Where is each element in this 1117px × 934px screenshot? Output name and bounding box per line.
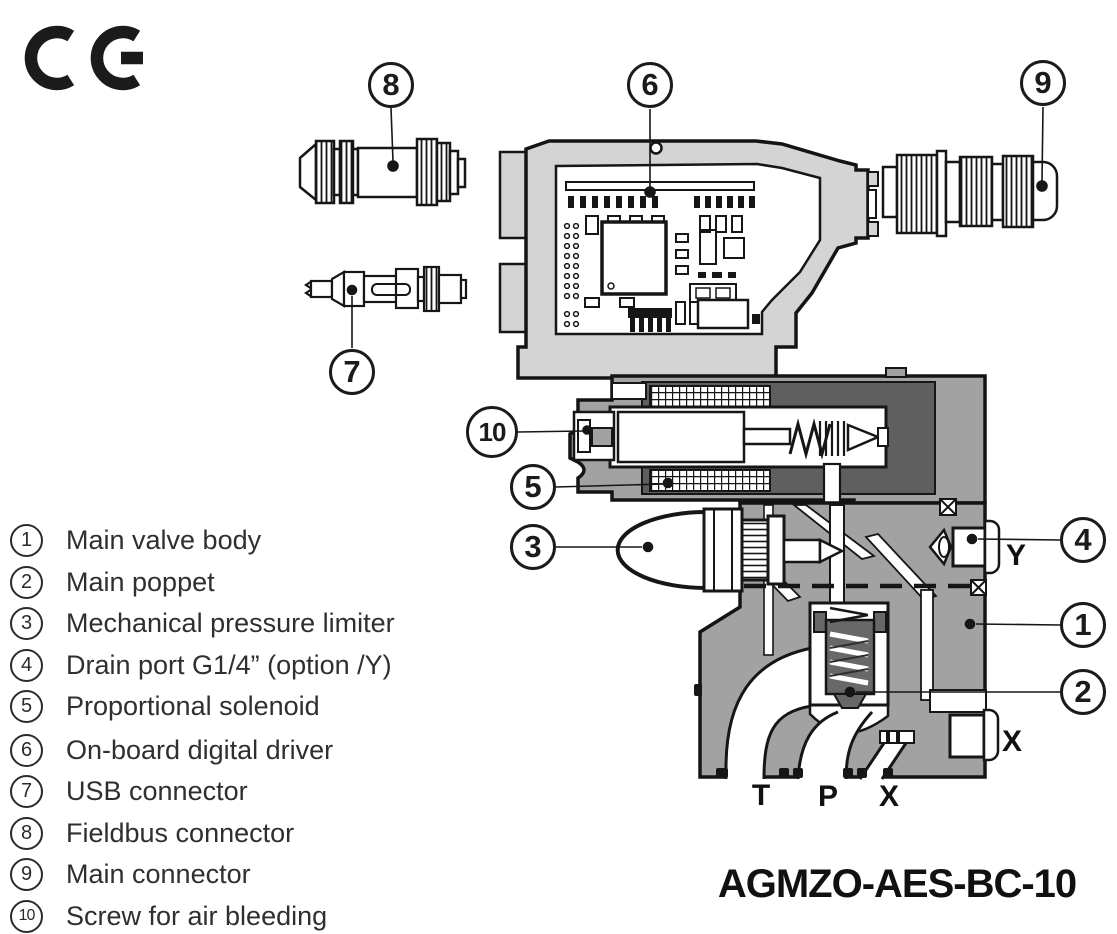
callout-4-number: 4 <box>1074 522 1092 557</box>
callout-10-number: 10 <box>478 416 507 447</box>
callout-3: 3 <box>510 524 556 570</box>
main-poppet-spring <box>829 606 869 686</box>
port-label-y: Y <box>1005 539 1027 572</box>
legend-label-8: Fieldbus connector <box>66 817 295 848</box>
legend-item-2: 2 Main poppet <box>10 565 215 599</box>
legend-number-5: 5 <box>10 689 43 723</box>
legend-number-7: 7 <box>10 774 43 808</box>
callout-6-number: 6 <box>641 67 659 102</box>
x-channel <box>860 740 908 779</box>
legend-item-10: 10 Screw for air bleeding <box>10 899 327 933</box>
callout-2: 2 <box>1060 669 1106 715</box>
solenoid-armature <box>616 410 746 464</box>
pressure-limiter <box>615 507 845 593</box>
usb-connector-drawing <box>304 265 468 313</box>
legend-number-8: 8 <box>10 816 43 850</box>
legend-label-4: Drain port G1/4” (option /Y) <box>66 649 392 680</box>
solenoid-section <box>568 367 987 510</box>
pcb-components <box>563 181 760 332</box>
legend-number-1: 1 <box>10 523 43 557</box>
legend-number-6: 6 <box>10 733 43 767</box>
microprocessor-chip <box>600 220 668 296</box>
fieldbus-connector-drawing <box>298 137 467 207</box>
legend-item-1: 1 Main valve body <box>10 523 261 557</box>
legend-number-10: 10 <box>10 899 43 933</box>
legend-number-4: 4 <box>10 648 43 682</box>
valve-body-section <box>694 498 1001 780</box>
coil-winding-upper <box>649 385 771 408</box>
callout-8: 8 <box>368 62 414 108</box>
legend-label-3: Mechanical pressure limiter <box>66 607 395 638</box>
housing-left-port-lower <box>498 262 528 334</box>
legend-item-4: 4 Drain port G1/4” (option /Y) <box>10 648 392 682</box>
ic-chip <box>696 298 750 330</box>
coil-winding-lower <box>649 469 771 492</box>
main-connector-drawing <box>881 149 1059 238</box>
ce-mark-logo <box>24 25 143 91</box>
air-bleed-screw <box>572 410 616 462</box>
callout-2-number: 2 <box>1074 674 1092 709</box>
legend-label-1: Main valve body <box>66 524 262 555</box>
callout-5: 5 <box>510 464 556 510</box>
model-code: AGMZO-AES-BC-10 <box>717 862 1077 906</box>
y-drain-port <box>928 519 1001 575</box>
legend-item-6: 6 On-board digital driver <box>10 733 333 767</box>
callout-5-number: 5 <box>524 469 542 504</box>
legend-item-7: 7 USB connector <box>10 774 248 808</box>
legend-label-9: Main connector <box>66 858 251 889</box>
port-label-x-bottom: X <box>878 780 900 813</box>
callout-1-number: 1 <box>1074 607 1092 642</box>
callout-7-number: 7 <box>343 354 361 389</box>
legend-number-9: 9 <box>10 857 43 891</box>
port-label-p: P <box>817 780 839 813</box>
legend-label-6: On-board digital driver <box>66 734 334 765</box>
legend-label-2: Main poppet <box>66 566 215 597</box>
legend-number-3: 3 <box>10 606 43 640</box>
legend-item-9: 9 Main connector <box>10 857 251 891</box>
x-side-port <box>948 708 1000 762</box>
legend-number-2: 2 <box>10 565 43 599</box>
housing-left-port-upper <box>498 150 528 240</box>
digital-driver-housing <box>498 139 879 380</box>
port-label-x-side: X <box>1001 725 1023 758</box>
legend-label-7: USB connector <box>66 775 248 806</box>
legend-item-8: 8 Fieldbus connector <box>10 816 294 850</box>
port-seals <box>694 684 893 778</box>
callout-8-number: 8 <box>382 67 400 102</box>
legend-label-10: Screw for air bleeding <box>66 900 328 931</box>
legend-item-3: 3 Mechanical pressure limiter <box>10 606 395 640</box>
callout-3-number: 3 <box>524 529 542 564</box>
p-channel <box>798 712 872 779</box>
callout-9: 9 <box>1020 60 1066 106</box>
t-channel <box>726 648 812 779</box>
callout-4: 4 <box>1060 517 1106 563</box>
orifice-symbol <box>939 498 987 596</box>
callout-6: 6 <box>627 62 673 108</box>
callout-10: 10 <box>466 406 518 458</box>
callout-9-number: 9 <box>1034 65 1052 100</box>
legend-label-5: Proportional solenoid <box>66 690 320 721</box>
legend-item-5: 5 Proportional solenoid <box>10 689 320 723</box>
callout-7: 7 <box>329 349 375 395</box>
pilot-spring <box>788 418 832 460</box>
callout-leader-lines <box>346 106 1061 698</box>
port-label-t: T <box>751 779 771 812</box>
callout-1: 1 <box>1060 602 1106 648</box>
